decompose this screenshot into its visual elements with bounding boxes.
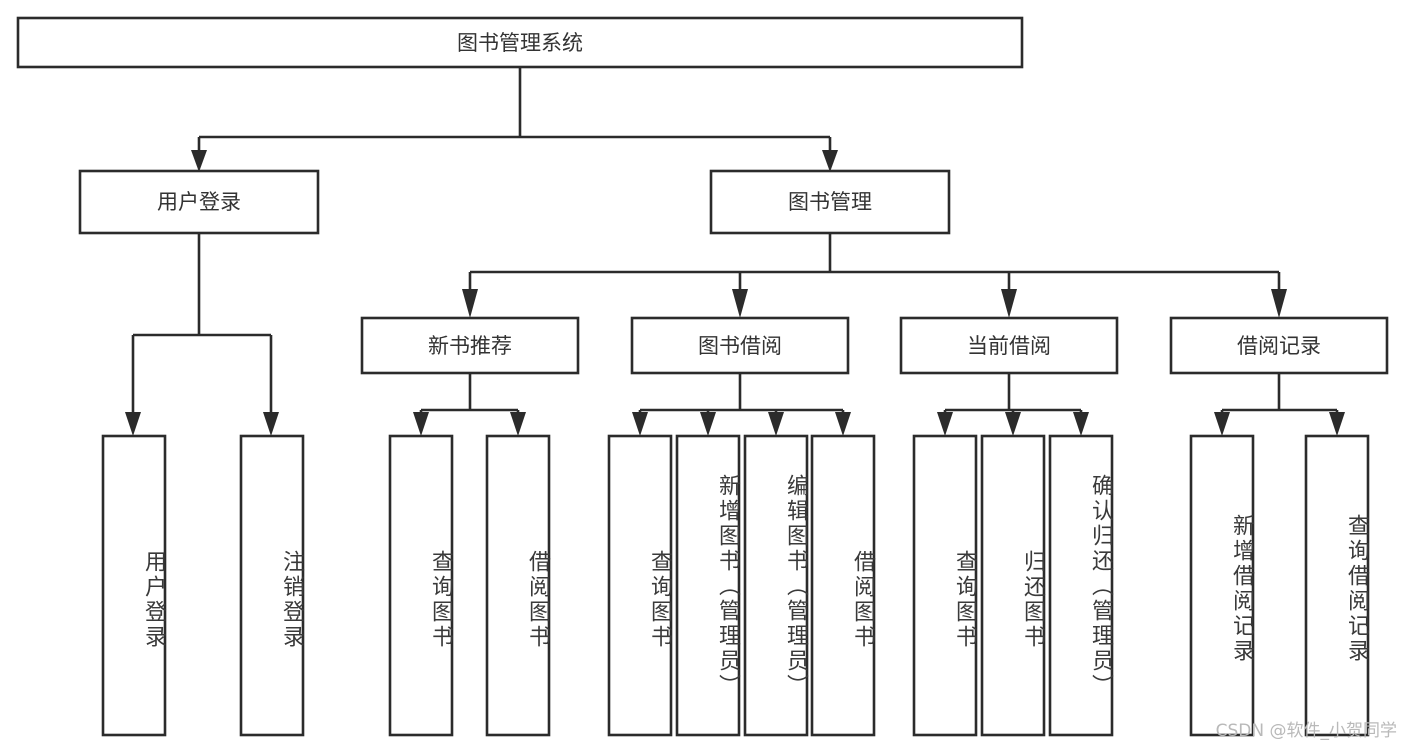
arrow-leaf-newbook-1 [413, 412, 429, 436]
watermark-text: CSDN @软件_小贺同学 [1215, 721, 1397, 741]
node-book-management-box[interactable] [709, 169, 951, 235]
leaf-label-borrow-3: 编辑图书（管理员） [783, 474, 808, 699]
leaf-box-user-login-2[interactable] [239, 434, 305, 737]
arrow-leaf-user-login-2 [263, 412, 279, 436]
leaf-box-record-2[interactable] [1304, 434, 1370, 737]
arrow-leaf-borrow-1 [632, 412, 648, 436]
leaf-box-current-1[interactable] [912, 434, 978, 737]
leaf-label-borrow-1: 查询图书 [647, 550, 672, 650]
leaf-label-current-2: 归还图书 [1020, 550, 1045, 650]
node-book-borrow-label: 图书借阅 [698, 334, 782, 358]
node-borrow-record-label: 借阅记录 [1237, 334, 1321, 358]
leaf-box-record-1[interactable] [1189, 434, 1255, 737]
leaf-label-current-3: 确认归还（管理员） [1088, 474, 1113, 699]
node-current-borrow-label: 当前借阅 [967, 334, 1051, 358]
arrow-leaf-current-2 [1005, 412, 1021, 436]
leaf-box-current-3[interactable] [1048, 434, 1114, 737]
node-new-book-recommend-label: 新书推荐 [428, 334, 512, 358]
leaf-box-borrow-1[interactable] [607, 434, 673, 737]
arrow-leaf-record-2 [1329, 412, 1345, 436]
node-new-book-recommend-box[interactable] [360, 316, 580, 375]
node-book-borrow-box[interactable] [630, 316, 850, 375]
leaf-box-borrow-2[interactable] [675, 434, 741, 737]
node-book-borrow[interactable]: 图书借阅 [630, 316, 850, 375]
arrow-leaf-user-login-1 [125, 412, 141, 436]
node-root[interactable]: 图书管理系统 [16, 16, 1024, 69]
node-current-borrow[interactable]: 当前借阅 [899, 316, 1119, 375]
node-borrow-record-box[interactable] [1169, 316, 1389, 375]
leaf-box-newbook-1[interactable] [388, 434, 454, 737]
arrow-leaf-borrow-2 [700, 412, 716, 436]
node-user-login-box[interactable] [78, 169, 320, 235]
arrow-leaf-current-1 [937, 412, 953, 436]
arrow-new-book [462, 289, 478, 318]
leaf-box-newbook-2[interactable] [485, 434, 551, 737]
node-book-management-label: 图书管理 [788, 190, 872, 214]
node-root-label: 图书管理系统 [457, 31, 583, 55]
arrow-user-login [191, 150, 207, 172]
arrow-leaf-borrow-4 [835, 412, 851, 436]
node-book-management[interactable]: 图书管理 [709, 169, 951, 235]
leaf-label-newbook-2: 借阅图书 [525, 550, 550, 650]
leaf-label-current-1: 查询图书 [952, 550, 977, 650]
arrow-leaf-newbook-2 [510, 412, 526, 436]
node-user-login[interactable]: 用户登录 [78, 169, 320, 235]
leaf-label-record-2: 查询借阅记录 [1344, 513, 1369, 664]
leaf-box-borrow-4[interactable] [810, 434, 876, 737]
arrow-leaf-current-3 [1073, 412, 1089, 436]
node-borrow-record[interactable]: 借阅记录 [1169, 316, 1389, 375]
node-root-box[interactable] [16, 16, 1024, 69]
connector-group [125, 67, 1345, 436]
leaf-label-newbook-1: 查询图书 [428, 550, 453, 650]
arrow-current-borrow [1001, 289, 1017, 318]
leaf-label-borrow-4: 借阅图书 [850, 550, 875, 650]
leaf-box-current-2[interactable] [980, 434, 1046, 737]
arrow-leaf-borrow-3 [768, 412, 784, 436]
node-current-borrow-box[interactable] [899, 316, 1119, 375]
leaf-label-user-login-1: 用户登录 [141, 550, 166, 650]
leaf-box-user-login-1[interactable] [101, 434, 167, 737]
leaf-label-borrow-2: 新增图书（管理员） [715, 474, 740, 699]
arrow-book-mgmt [822, 150, 838, 172]
leaf-box-borrow-3[interactable] [743, 434, 809, 737]
node-new-book-recommend[interactable]: 新书推荐 [360, 316, 580, 375]
node-user-login-label: 用户登录 [157, 190, 241, 214]
leaf-label-user-login-2: 注销登录 [279, 550, 304, 650]
arrow-borrow-record [1271, 289, 1287, 318]
leaf-label-record-1: 新增借阅记录 [1229, 513, 1254, 664]
arrow-book-borrow [732, 289, 748, 318]
arrow-leaf-record-1 [1214, 412, 1230, 436]
